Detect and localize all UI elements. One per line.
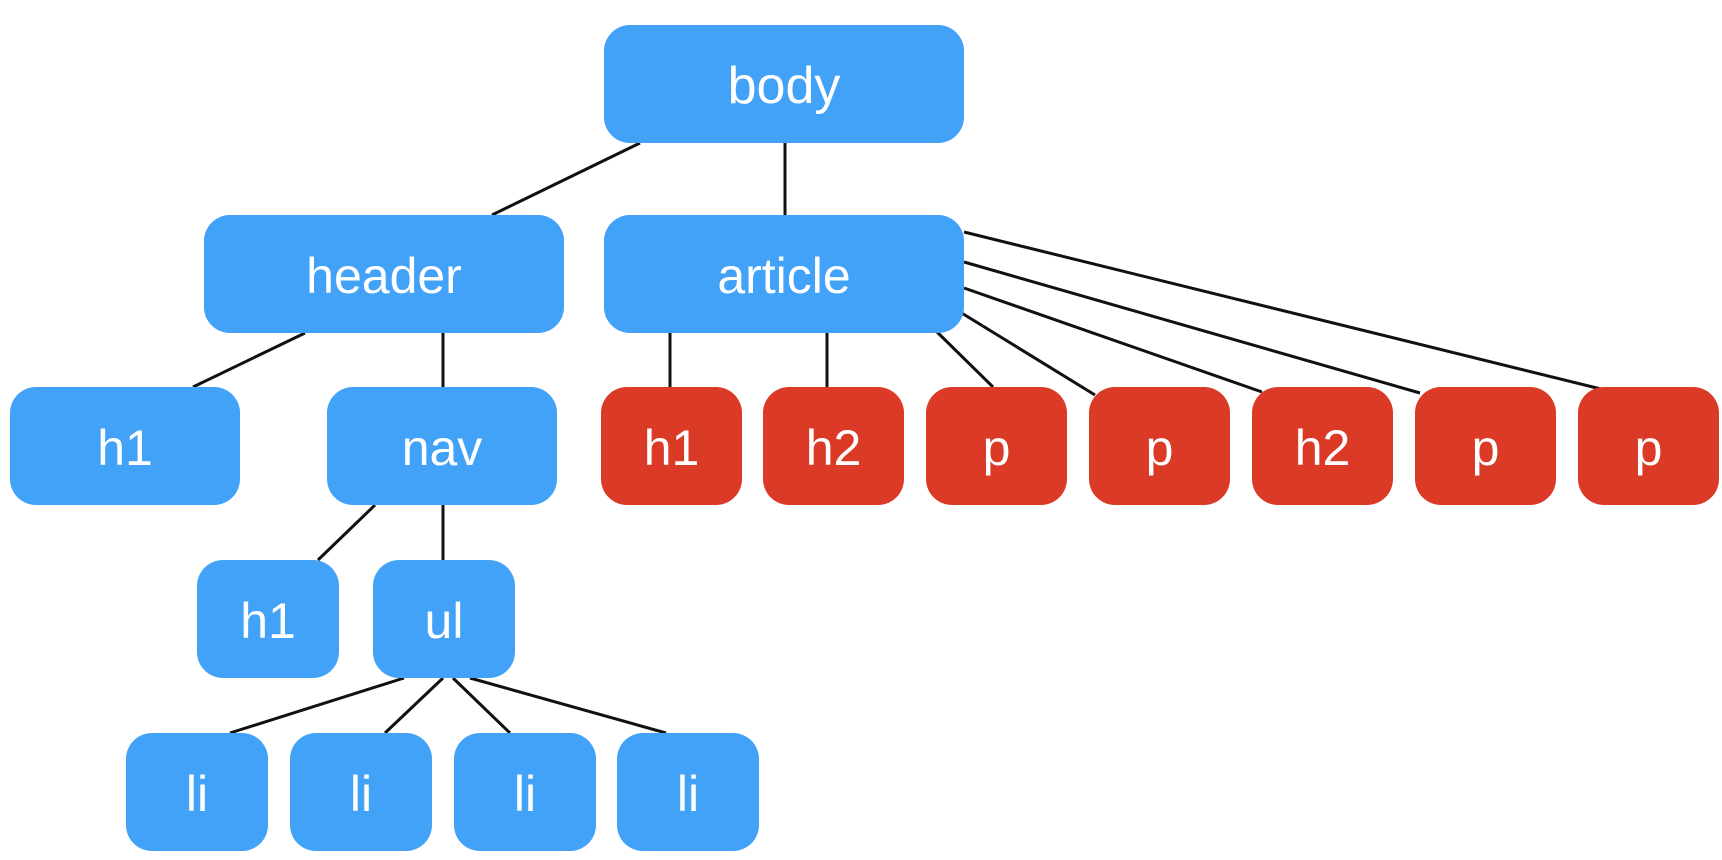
node-article-p-3: p: [1415, 387, 1556, 505]
node-article-p-2: p: [1089, 387, 1230, 505]
node-label-article-p-4: p: [1635, 420, 1663, 476]
edge-ul-to-li-2: [383, 676, 445, 735]
node-label-nav-h1: h1: [240, 593, 296, 649]
node-box-article-p-4: [1578, 387, 1719, 505]
node-label-li-4: li: [677, 766, 699, 822]
node-box-nav-h1: [197, 560, 339, 678]
node-body: body: [604, 25, 964, 143]
node-header: header: [204, 215, 564, 333]
node-label-ul: ul: [425, 593, 464, 649]
node-ul: ul: [373, 560, 515, 678]
node-nav: nav: [327, 387, 557, 505]
edge-ul-to-li-3: [451, 676, 512, 735]
node-box-article: [604, 215, 964, 333]
node-label-article-p-3: p: [1472, 420, 1500, 476]
edge-article-to-article-p-1: [933, 328, 995, 389]
node-box-header: [204, 215, 564, 333]
node-article: article: [604, 215, 964, 333]
edge-article-to-article-p-4: [963, 230, 1606, 392]
node-label-article-p-1: p: [983, 420, 1011, 476]
node-nav-h1: h1: [197, 560, 339, 678]
node-box-nav: [327, 387, 557, 505]
edge-article-to-article-p-2: [959, 310, 1096, 397]
node-label-header: header: [306, 248, 462, 304]
node-label-article: article: [717, 248, 850, 304]
edge-nav-to-nav-h1: [316, 503, 377, 562]
node-label-nav: nav: [402, 420, 483, 476]
node-box-article-h1: [601, 387, 742, 505]
edge-ul-to-li-1: [229, 676, 405, 735]
node-li-1: li: [126, 733, 268, 851]
node-li-4: li: [617, 733, 759, 851]
node-box-article-h2-2: [1252, 387, 1393, 505]
node-article-h2-2: h2: [1252, 387, 1393, 505]
node-box-article-h2-1: [763, 387, 904, 505]
edge-body-to-header: [491, 141, 641, 217]
node-li-2: li: [290, 733, 432, 851]
edge-ul-to-li-4: [469, 676, 667, 735]
node-box-li-2: [290, 733, 432, 851]
node-label-article-h1: h1: [644, 420, 700, 476]
edge-header-to-header-h1: [192, 331, 306, 389]
node-article-h1: h1: [601, 387, 742, 505]
edge-article-to-article-h2-2: [963, 286, 1263, 394]
node-label-body: body: [728, 57, 841, 115]
node-label-li-2: li: [350, 766, 372, 822]
node-box-li-4: [617, 733, 759, 851]
node-box-li-3: [454, 733, 596, 851]
node-label-article-p-2: p: [1146, 420, 1174, 476]
node-article-h2-1: h2: [763, 387, 904, 505]
node-box-article-p-1: [926, 387, 1067, 505]
node-box-li-1: [126, 733, 268, 851]
node-box-article-p-3: [1415, 387, 1556, 505]
node-box-header-h1: [10, 387, 240, 505]
node-box-ul: [373, 560, 515, 678]
tree-nodes: body header article h1 nav h1 ul li li li li h1 h2 p p…: [10, 25, 1719, 851]
node-box-body: [604, 25, 964, 143]
node-label-article-h2-1: h2: [806, 420, 862, 476]
node-article-p-4: p: [1578, 387, 1719, 505]
node-header-h1: h1: [10, 387, 240, 505]
edge-article-to-article-p-3: [963, 260, 1421, 395]
node-article-p-1: p: [926, 387, 1067, 505]
node-label-li-1: li: [186, 766, 208, 822]
node-label-article-h2-2: h2: [1295, 420, 1351, 476]
tree-edges: [192, 141, 1606, 735]
node-li-3: li: [454, 733, 596, 851]
node-label-li-3: li: [514, 766, 536, 822]
node-box-article-p-2: [1089, 387, 1230, 505]
node-label-header-h1: h1: [97, 420, 153, 476]
